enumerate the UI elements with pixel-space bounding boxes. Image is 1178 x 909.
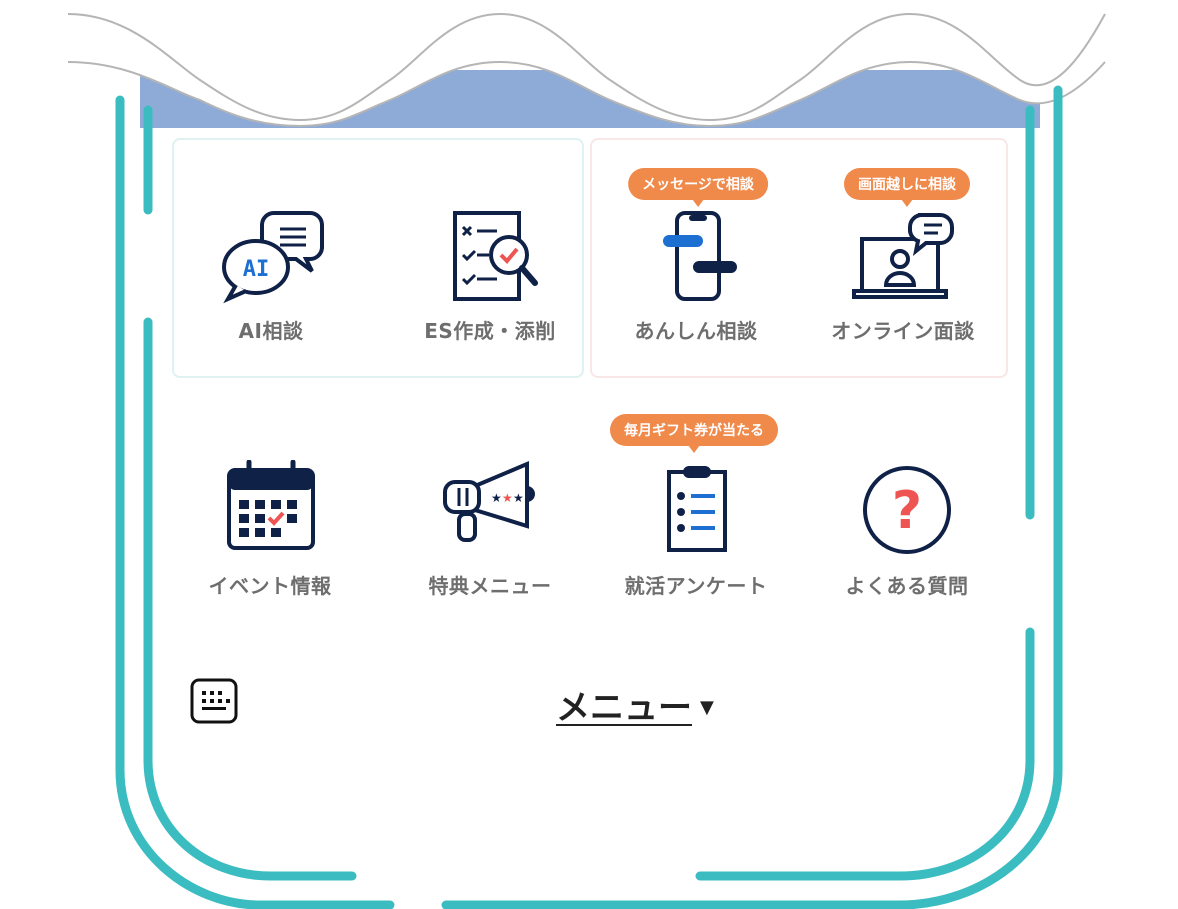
gift-card-badge: 毎月ギフト券が当たる: [610, 414, 778, 446]
online-interview-label: オンライン面談: [831, 319, 975, 343]
svg-text:★: ★: [513, 491, 524, 505]
ai-consult-button[interactable]: AI AI相談: [176, 205, 366, 344]
faq-label: よくある質問: [845, 574, 969, 598]
screen-consult-badge: 画面越しに相談: [844, 168, 970, 200]
ai-chat-icon: AI: [216, 205, 326, 305]
anshin-consult-label: あんしん相談: [634, 319, 758, 343]
keyboard-icon[interactable]: [190, 678, 238, 724]
question-mark: ?: [892, 481, 922, 541]
es-review-label: ES作成・添削: [424, 319, 556, 343]
svg-text:★: ★: [502, 491, 513, 505]
menu-toggle-button[interactable]: メニュー ▼: [556, 680, 714, 729]
clipboard-icon: [641, 460, 751, 560]
benefits-menu-button[interactable]: ★ ★ ★ 特典メニュー: [395, 460, 585, 599]
menu-toggle-label: メニュー: [556, 688, 692, 728]
benefits-menu-label: 特典メニュー: [428, 574, 552, 598]
ai-consult-label: AI相談: [238, 319, 304, 343]
document-review-icon: [435, 205, 545, 305]
caret-down-icon: ▼: [700, 697, 714, 718]
faq-button[interactable]: ? よくある質問: [812, 460, 1002, 599]
calendar-icon: [215, 460, 325, 560]
es-review-button[interactable]: ES作成・添削: [395, 205, 585, 344]
question-icon: ?: [852, 460, 962, 560]
message-consult-badge: メッセージで相談: [628, 168, 768, 200]
event-info-button[interactable]: イベント情報: [175, 460, 365, 599]
svg-text:★: ★: [491, 491, 502, 505]
ai-icon-text: AI: [243, 257, 270, 282]
anshin-consult-button[interactable]: あんしん相談: [601, 205, 791, 344]
event-info-label: イベント情報: [208, 574, 332, 598]
online-interview-button[interactable]: オンライン面談: [808, 205, 998, 344]
laptop-video-icon: [848, 205, 958, 305]
megaphone-icon: ★ ★ ★: [435, 460, 545, 560]
job-survey-label: 就活アンケート: [624, 574, 768, 598]
job-survey-button[interactable]: 就活アンケート: [601, 460, 791, 599]
smartphone-chat-icon: [641, 205, 751, 305]
